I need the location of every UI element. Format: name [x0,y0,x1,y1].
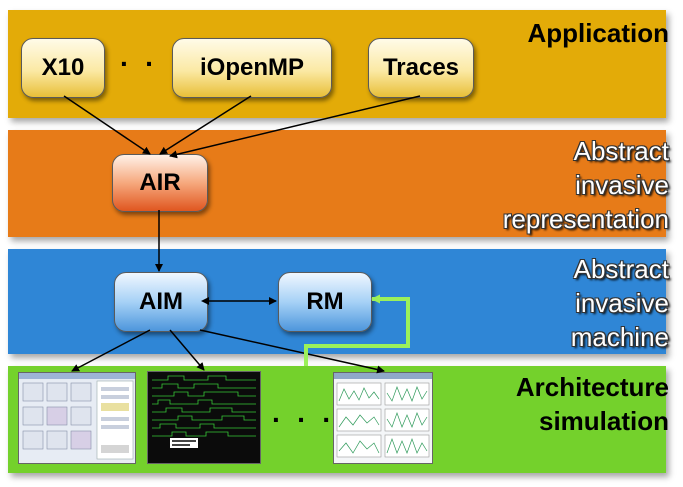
air-box: AIR [112,154,208,212]
simulation-screenshot-1 [18,372,136,464]
air-layer-title: Abstract invasive representation [502,136,669,234]
iopenmp-box: iOpenMP [172,38,332,98]
application-ellipsis: · · · [120,48,184,79]
simulation-screenshot-1-graphic [19,373,135,460]
simulation-screenshot-3 [333,372,433,464]
simulation-screenshot-2-graphic [148,372,260,463]
simulation-screenshot-2 [147,371,261,464]
aim-box: AIM [114,272,208,332]
architecture-ellipsis: · · · [272,404,336,435]
rm-box: RM [278,272,372,332]
application-layer-title: Application [527,18,669,48]
traces-box: Traces [368,38,474,98]
architecture-layer-title: Architecture simulation [515,372,669,436]
x10-box: X10 [21,38,105,98]
simulation-screenshot-3-graphic [334,373,432,458]
aim-layer-title: Abstract invasive machine [570,254,669,352]
